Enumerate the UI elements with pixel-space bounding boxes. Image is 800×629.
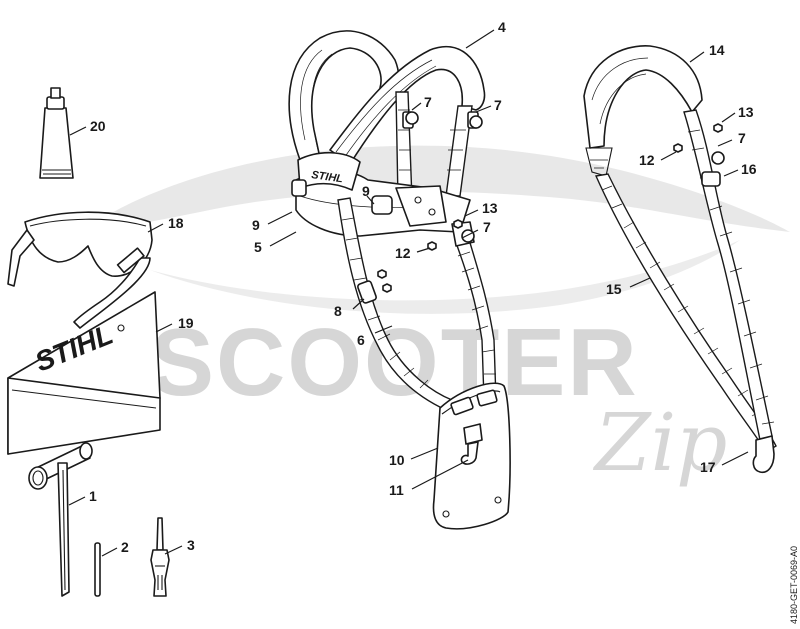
grease-tube <box>39 87 74 179</box>
label-part-4: 4 <box>498 19 506 35</box>
label-part-2: 2 <box>121 539 129 555</box>
label-part-3: 3 <box>187 537 195 553</box>
label-part-19: 19 <box>178 315 194 331</box>
leader-lines <box>68 29 749 557</box>
watermark-script: Zip <box>592 396 727 489</box>
label-part-5: 5 <box>254 239 262 255</box>
label-part-9-b: 9 <box>362 183 370 199</box>
label-part-13-a: 13 <box>482 200 498 216</box>
single-shoulder-strap <box>583 45 777 474</box>
label-part-14: 14 <box>709 42 725 58</box>
safety-glasses <box>7 211 153 329</box>
label-part-20: 20 <box>90 118 106 134</box>
label-part-7-a: 7 <box>424 94 432 110</box>
screwdriver <box>150 517 170 597</box>
label-part-10: 10 <box>389 452 405 468</box>
harness-brand-label: STIHL <box>311 169 344 185</box>
label-part-15: 15 <box>606 281 622 297</box>
label-part-6: 6 <box>357 332 365 348</box>
label-part-12-b: 12 <box>639 152 655 168</box>
label-part-18: 18 <box>168 215 184 231</box>
label-part-11: 11 <box>389 482 404 498</box>
label-part-7-c: 7 <box>483 219 491 235</box>
label-part-7-b: 7 <box>494 97 502 113</box>
label-part-1: 1 <box>89 488 97 504</box>
document-id: 4180-GET-0069-A0 <box>789 546 799 624</box>
pin <box>94 542 101 597</box>
label-part-8: 8 <box>334 303 342 319</box>
label-part-12-a: 12 <box>395 245 411 261</box>
shoulder-harness: STIHL <box>288 30 486 237</box>
hip-plate <box>432 382 511 530</box>
label-part-17: 17 <box>700 459 716 475</box>
label-part-9-a: 9 <box>252 217 260 233</box>
part-labels: 20 18 19 1 2 3 4 5 6 7 7 7 7 8 9 9 10 11… <box>89 19 757 555</box>
combination-wrench <box>28 442 93 597</box>
label-part-13-b: 13 <box>738 104 754 120</box>
label-part-16: 16 <box>741 161 757 177</box>
label-part-7-d: 7 <box>738 130 746 146</box>
